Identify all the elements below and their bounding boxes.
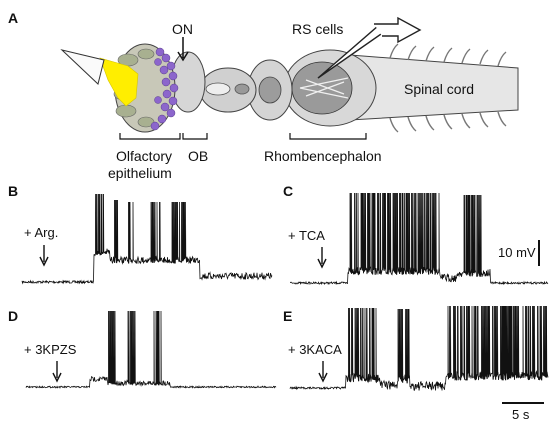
label-spinal-cord: Spinal cord	[404, 81, 474, 97]
rs-cell-fibres	[299, 77, 349, 99]
trace-d: D + 3KPZS	[8, 308, 277, 389]
trace-b: B + Arg.	[8, 183, 273, 285]
trace-e: E + 3KACA 5 s	[283, 305, 549, 422]
label-rhombencephalon: Rhombencephalon	[264, 148, 382, 164]
trace-c-line	[290, 192, 549, 286]
panel-d-letter: D	[8, 308, 18, 324]
trace-c: C + TCA 10 mV	[283, 183, 549, 286]
panel-e-letter: E	[283, 308, 292, 324]
electrode-amplifier-symbol	[374, 16, 422, 44]
trace-b-line	[21, 193, 273, 285]
puffer-pipette	[60, 49, 105, 85]
stimulus-label-e: + 3KACA	[288, 342, 342, 357]
stimulus-label-d: + 3KPZS	[24, 342, 77, 357]
spinal-nerve-roots	[389, 43, 507, 133]
panel-a-letter: A	[8, 10, 18, 26]
voltage-scale-label: 10 mV	[498, 245, 536, 260]
panel-b-letter: B	[8, 183, 18, 199]
time-scale-label: 5 s	[512, 407, 530, 422]
trace-d-line	[25, 310, 277, 389]
brain-schematic	[60, 16, 519, 140]
stimulus-label-b: + Arg.	[24, 225, 58, 240]
stimulus-arrow-e	[318, 361, 328, 383]
label-ob: OB	[188, 148, 208, 164]
olfactory-glomeruli	[150, 47, 179, 131]
trace-e-line	[289, 305, 549, 391]
label-rs-cells: RS cells	[292, 21, 343, 37]
panel-c-letter: C	[283, 183, 293, 199]
label-on: ON	[172, 21, 193, 37]
stimulus-label-c: + TCA	[288, 228, 325, 243]
stimulus-application	[99, 57, 139, 107]
label-olfactory-line1: Olfactory	[116, 148, 172, 164]
label-olfactory-line2: epithelium	[108, 165, 172, 181]
stimulus-arrow-b	[39, 245, 49, 267]
stimulus-arrow-d	[52, 361, 62, 383]
on-arrow	[177, 37, 189, 62]
region-brackets	[119, 133, 367, 140]
stimulus-arrow-c	[317, 247, 327, 269]
